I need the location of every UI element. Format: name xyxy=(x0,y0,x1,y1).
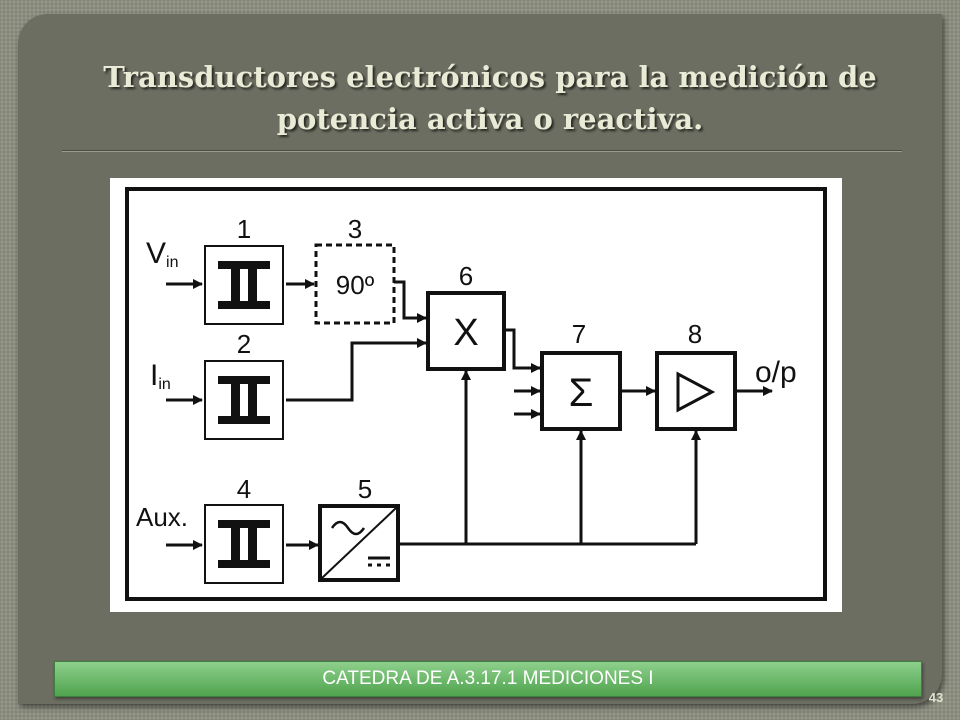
block-6-number: 6 xyxy=(459,261,473,291)
block-3-phase-shifter: 90º 3 xyxy=(314,214,396,325)
block-3-number: 3 xyxy=(348,214,362,244)
block-7-summer: Σ 7 xyxy=(540,319,622,431)
input-aux-label: Aux. xyxy=(136,502,188,532)
block-6-text: X xyxy=(453,312,478,354)
input-vin-label: Vin xyxy=(146,237,178,271)
block-8-number: 8 xyxy=(688,319,702,349)
output-label: o/p xyxy=(755,356,797,389)
dc-symbol-icon xyxy=(368,556,390,567)
ac-wave-icon xyxy=(330,520,366,536)
block-7-number: 7 xyxy=(572,319,586,349)
title-divider-highlight xyxy=(62,151,902,152)
block-5-ac-dc-converter: 5 xyxy=(318,474,400,582)
block-1-number: 1 xyxy=(237,214,251,244)
footer-bar: CATEDRA DE A.3.17.1 MEDICIONES I xyxy=(54,661,922,697)
block-5-number: 5 xyxy=(358,474,372,504)
block-4-transformer: 4 xyxy=(204,474,284,584)
slide-title: Transductores electrónicos para la medic… xyxy=(103,60,877,136)
block-2-number: 2 xyxy=(237,329,251,359)
block-diagram: 1 2 4 90º 3 5 xyxy=(110,178,842,612)
diagram-frame xyxy=(125,187,827,601)
footer-course-label: CATEDRA DE A.3.17.1 MEDICIONES I xyxy=(322,668,654,689)
block-4-number: 4 xyxy=(237,474,251,504)
block-6-multiplier: X 6 xyxy=(426,261,506,371)
amplifier-triangle-icon xyxy=(676,371,716,413)
block-3-text: 90º xyxy=(336,270,375,300)
signal-wires xyxy=(166,279,773,550)
block-2-transformer: 2 xyxy=(204,329,284,440)
title-divider xyxy=(62,150,902,151)
block-1-transformer: 1 xyxy=(204,214,284,325)
input-iin-label: Iin xyxy=(150,359,171,393)
block-8-amplifier: 8 xyxy=(655,319,737,431)
block-7-text: Σ xyxy=(569,371,594,415)
page-number: 43 xyxy=(928,690,944,705)
